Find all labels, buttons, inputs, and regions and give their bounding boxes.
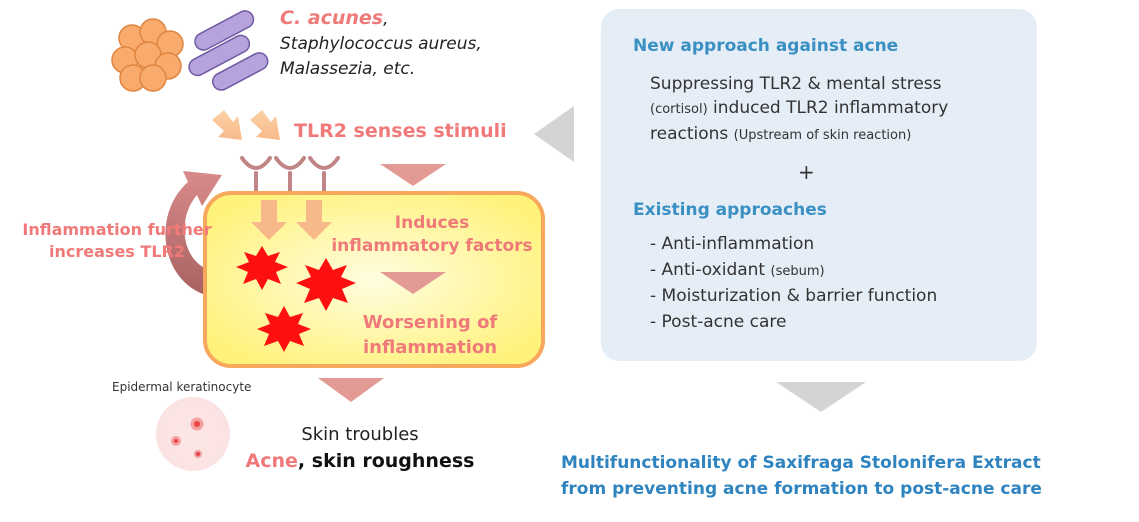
new-approach-description: Suppressing TLR2 & mental stress (cortis… [650, 72, 1020, 148]
list-item: - Post-acne care [650, 310, 937, 336]
approach-panel [601, 9, 1037, 361]
list-item: - Anti-inflammation [650, 232, 937, 258]
inflammation-feedback-line-2: increases TLR2 [49, 242, 185, 261]
down-pointer-arrow-icon [776, 382, 866, 412]
desc-upstream: (Upstream of skin reaction) [733, 128, 912, 143]
pathogen-secondary: Staphylococcus aureus, [280, 34, 482, 54]
desc-line-2-text: induced TLR2 inflammatory [707, 98, 949, 118]
list-item-text: - Anti-oxidant [650, 260, 771, 280]
acne-skin-roughness-label: Acne, skin roughness [230, 450, 490, 472]
receptor-signal-arrow-icon [251, 200, 332, 240]
worsening-line-2: inflammation [362, 337, 498, 358]
stimulus-arrow-icon [212, 110, 280, 140]
list-item-text: - Anti-inflammation [650, 234, 815, 254]
plus-sign: + [798, 160, 815, 184]
induces-label: Induces inflammatory factors [312, 212, 552, 258]
left-pointer-arrow-icon [534, 106, 574, 162]
list-item-note: (sebum) [770, 264, 825, 279]
list-item-text: - Moisturization & barrier function [650, 286, 938, 306]
skin-troubles-label: Skin troubles [301, 424, 419, 445]
acne-word: Acne [245, 450, 298, 472]
new-approach-title: New approach against acne [633, 36, 899, 56]
epidermal-keratinocyte-label: Epidermal keratinocyte [112, 380, 252, 394]
pathogen-primary: C. acunes [280, 7, 384, 29]
desc-line-3: reactions (Upstream of skin reaction) [650, 122, 1020, 148]
inflammation-burst-icon [236, 246, 356, 352]
pathogen-list: C. acunes, Staphylococcus aureus, Malass… [280, 6, 482, 82]
skin-roughness-text: , skin roughness [297, 450, 475, 472]
desc-line-1: Suppressing TLR2 & mental stress [650, 74, 942, 94]
list-item: - Moisturization & barrier function [650, 284, 937, 310]
tlr2-senses-label: TLR2 senses stimuli [294, 120, 507, 142]
cocci-cluster-icon [111, 18, 184, 92]
feedback-curve-arrow-icon [165, 171, 222, 298]
tlr2-receptor-icon [240, 156, 340, 198]
desc-line-2: (cortisol) induced TLR2 inflammatory [650, 96, 1020, 122]
induces-line-2: inflammatory factors [331, 236, 533, 256]
list-item-text: - Post-acne care [650, 312, 787, 332]
conclusion-line-2: from preventing acne formation to post-a… [561, 479, 1042, 499]
conclusion-text: Multifunctionality of Saxifraga Stolonif… [561, 450, 1042, 502]
worsening-line-1: Worsening of [362, 312, 498, 333]
flow-arrow-icon [318, 164, 446, 402]
inflammation-feedback-line-1: Inflammation further [22, 220, 212, 239]
conclusion-line-1: Multifunctionality of Saxifraga Stolonif… [561, 453, 1041, 473]
pathogen-tertiary: Malassezia, etc. [280, 59, 416, 79]
existing-approaches-list: - Anti-inflammation - Anti-oxidant (sebu… [650, 232, 937, 336]
induces-line-1: Induces [394, 213, 470, 233]
desc-line-3-text: reactions [650, 124, 734, 144]
skin-acne-icon [156, 397, 230, 471]
rod-bacteria-icon [188, 10, 269, 91]
pathogen-separator: , [383, 9, 389, 29]
existing-approaches-title: Existing approaches [633, 200, 827, 220]
worsening-label: Worsening of inflammation [330, 310, 530, 360]
desc-cortisol: (cortisol) [650, 102, 708, 117]
list-item: - Anti-oxidant (sebum) [650, 258, 937, 284]
inflammation-feedback-label: Inflammation further increases TLR2 [12, 219, 222, 263]
